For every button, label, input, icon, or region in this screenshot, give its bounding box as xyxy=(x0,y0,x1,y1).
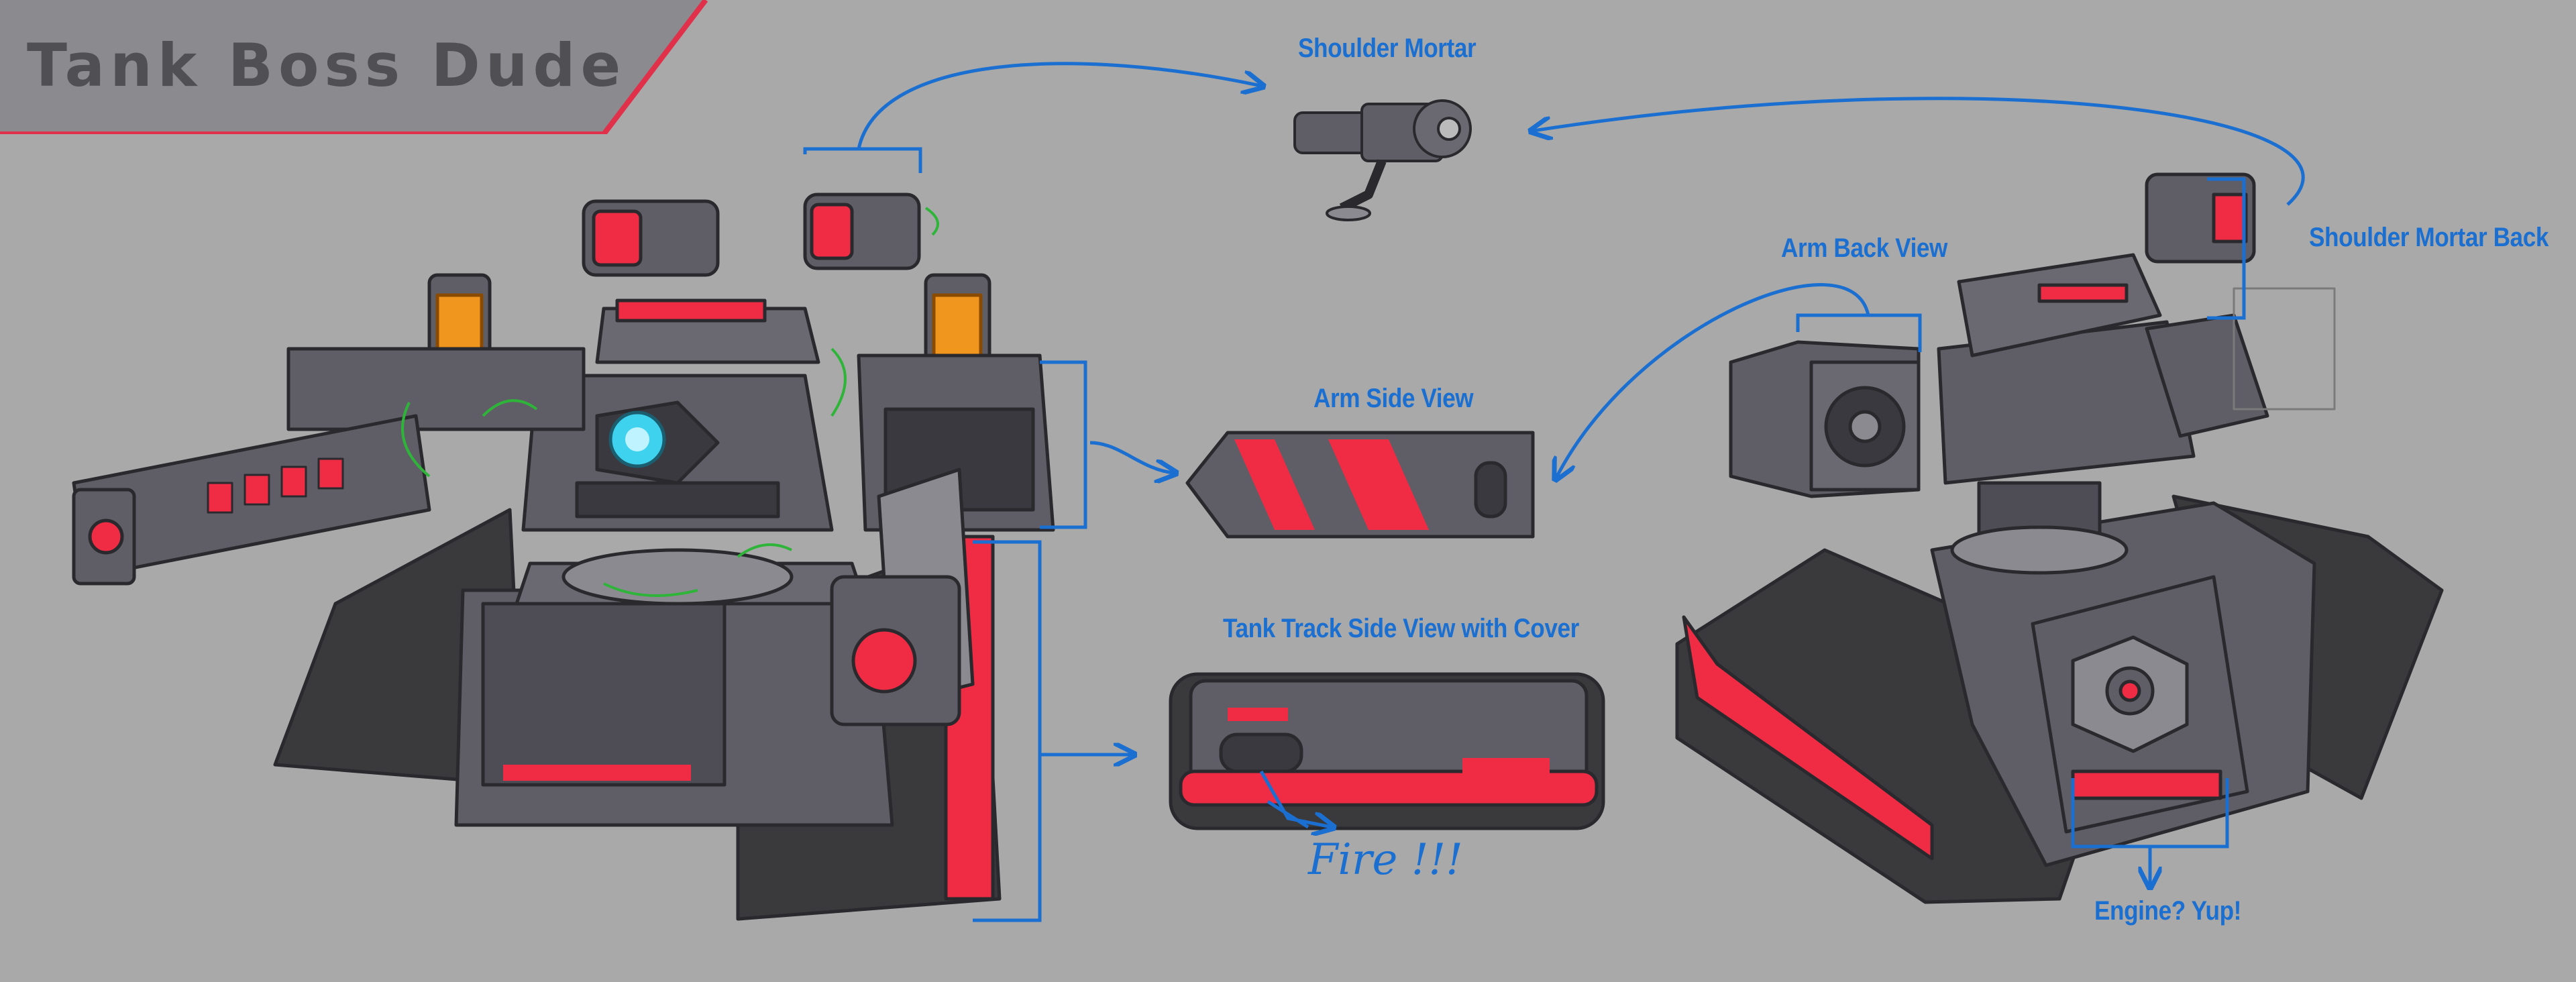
annotation-lines xyxy=(803,62,2305,922)
page-title: Tank Boss Dude xyxy=(27,31,627,100)
label-shoulder-mortar-back: Shoulder Mortar Back xyxy=(2309,223,2548,252)
label-arm-side-view: Arm Side View xyxy=(1313,384,1474,413)
arm-side-view-drawing xyxy=(1185,431,1535,539)
left-tank-front-view xyxy=(72,193,1055,921)
label-engine: Engine? Yup! xyxy=(2094,896,2241,926)
label-shoulder-mortar: Shoulder Mortar xyxy=(1298,34,1477,63)
label-fire: Fire !!! xyxy=(1308,835,1463,885)
track-side-view-drawing xyxy=(1169,672,1605,830)
right-tank-back-view xyxy=(1675,172,2444,904)
label-track-side-view: Tank Track Side View with Cover xyxy=(1223,614,1579,643)
energy-canister xyxy=(924,273,991,378)
shoulder-mortar-drawing xyxy=(1293,99,1472,221)
label-arm-back-view: Arm Back View xyxy=(1781,233,1947,263)
title-banner xyxy=(0,0,708,134)
rotation-hints xyxy=(401,207,939,597)
